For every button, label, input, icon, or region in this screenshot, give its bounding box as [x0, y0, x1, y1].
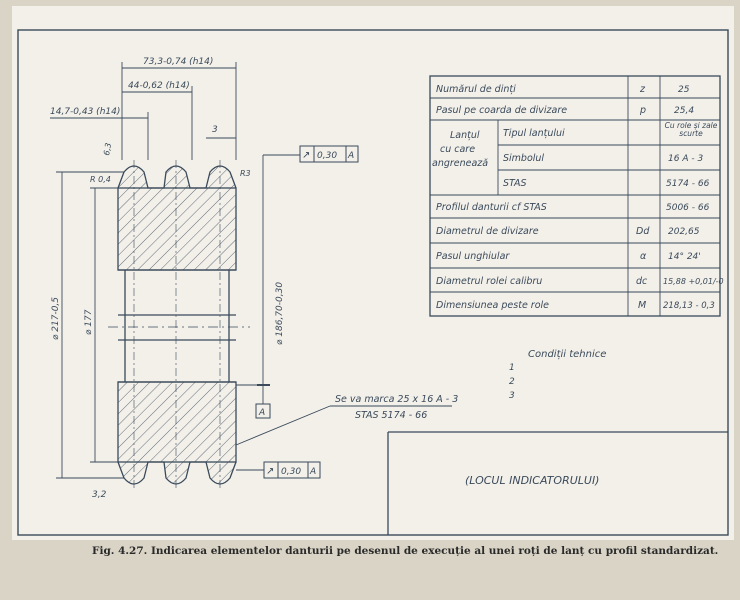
- diameter-dimension-lines: [56, 155, 270, 479]
- row-value: 5006 - 66: [666, 203, 710, 213]
- row-symbol: Dd: [636, 226, 650, 237]
- indicator-label: (LOCUL INDICATORULUI): [465, 474, 599, 487]
- group-label: cu care: [440, 144, 475, 155]
- tolerance-bottom-value: 0,30: [281, 467, 301, 477]
- row-label: STAS: [503, 178, 527, 189]
- upper-hub-section: [117, 187, 237, 271]
- condition-item: 3: [509, 391, 515, 401]
- dim-tooth-width: 14,7-0,43 (h14): [50, 107, 120, 117]
- row-label: Simbolul: [503, 153, 544, 164]
- tolerance-bottom-datum: A: [309, 467, 316, 477]
- dim-bore-diameter: ⌀ 186,70-0,30: [275, 282, 285, 345]
- marking-leader: [235, 405, 452, 446]
- row-label: Dimensiunea peste role: [436, 300, 549, 311]
- row-symbol: p: [639, 105, 646, 116]
- dim-chamfer-radius: R3: [240, 169, 251, 178]
- row-label: Diametrul rolei calibru: [436, 276, 542, 287]
- upper-teeth: [117, 165, 237, 189]
- tolerance-frame-top: ↗ 0,30 A: [263, 145, 359, 163]
- row-label: Profilul danturii cf STAS: [436, 202, 547, 213]
- row-label: Pasul unghiular: [436, 251, 510, 262]
- marking-line-2: STAS 5174 - 66: [355, 410, 427, 421]
- row-value: 14° 24': [668, 252, 701, 262]
- row-value: 16 A - 3: [668, 154, 703, 164]
- tolerance-top-value: 0,30: [317, 151, 337, 161]
- datum-label: A: [258, 408, 265, 418]
- runout-icon: ↗: [266, 466, 274, 477]
- lower-teeth: [117, 461, 237, 485]
- row-value: 25: [678, 85, 690, 95]
- dim-hub-width: 44-0,62 (h14): [128, 81, 190, 91]
- row-symbol: dc: [636, 276, 648, 287]
- row-value: 202,65: [668, 227, 700, 237]
- dim-chamfer: 6,3: [102, 142, 113, 156]
- condition-item: 2: [509, 377, 515, 387]
- condition-item: 1: [509, 363, 515, 373]
- indicator-box: [387, 431, 728, 535]
- top-dimension-lines: [50, 62, 237, 160]
- lower-hub-section: [117, 381, 237, 463]
- datum-box: [255, 403, 271, 419]
- marking-line-1: Se va marca 25 x 16 A - 3: [335, 394, 458, 405]
- spec-table-text: Numărul de dinți z 25 Pasul pe coarda de…: [432, 84, 724, 311]
- dim-bottom-chamfer: 3,2: [92, 490, 107, 500]
- dim-root-diameter: ⌀ 177: [84, 309, 94, 335]
- row-value: 25,4: [674, 106, 694, 116]
- group-label: angrenează: [432, 158, 488, 169]
- row-symbol: α: [640, 251, 647, 262]
- tolerance-top-datum: A: [347, 151, 354, 161]
- row-label: Diametrul de divizare: [436, 226, 539, 237]
- row-label: Numărul de dinți: [436, 84, 516, 95]
- row-symbol: z: [639, 84, 646, 95]
- dim-overall-width: 73,3-0,74 (h14): [143, 57, 213, 67]
- dim-rounding: R 0,4: [90, 175, 111, 184]
- row-value: 5174 - 66: [666, 179, 710, 189]
- row-label: Tipul lanțului: [503, 128, 565, 139]
- dim-outer-diameter: ⌀ 217-0,5: [51, 297, 61, 340]
- sprocket-section: [108, 160, 250, 490]
- row-symbol: M: [638, 300, 646, 311]
- runout-icon: ↗: [302, 150, 310, 161]
- tolerance-frame-bottom: ↗ 0,30 A: [236, 461, 321, 479]
- conditions-title: Condiții tehnice: [528, 349, 606, 360]
- drawing-frame: [17, 29, 729, 536]
- row-label: Pasul pe coarda de divizare: [436, 105, 567, 116]
- row-value-wrap: Cu role și zale scurte: [664, 122, 718, 138]
- group-label: Lanțul: [450, 130, 480, 141]
- figure-caption: Fig. 4.27. Indicarea elementelor danturi…: [92, 545, 719, 557]
- row-value: 15,88 +0,01/-0: [663, 277, 724, 286]
- dim-pitch: 3: [212, 125, 218, 135]
- row-value: 218,13 - 0,3: [663, 301, 715, 311]
- spec-table: [429, 75, 721, 317]
- row-value: Cu role și zale scurte: [664, 122, 718, 138]
